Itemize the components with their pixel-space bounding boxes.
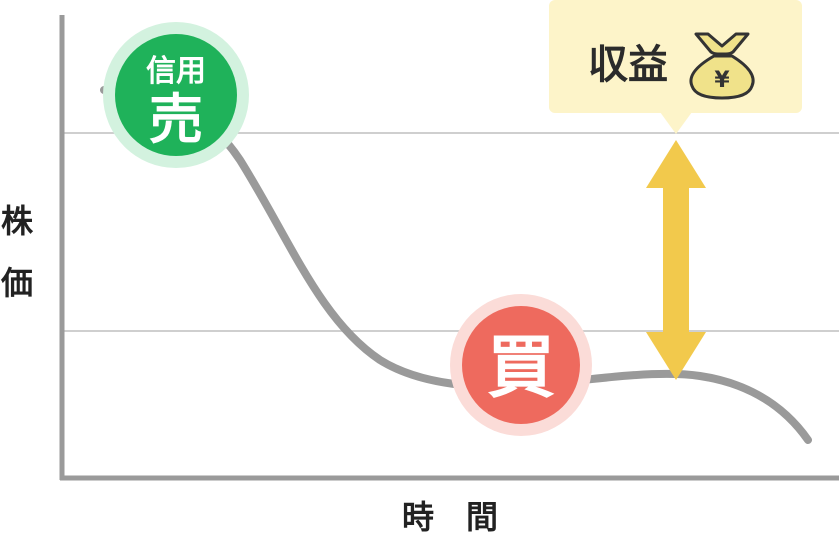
sell-badge: 信用 売 [103,22,249,168]
buy-badge: 買 [450,294,592,436]
profit-arrow [646,140,706,380]
buy-badge-text: 買 [487,329,555,408]
profit-label: 収益 [588,42,668,88]
yen-symbol: ¥ [714,68,730,93]
money-bag-icon: ¥ [689,32,755,100]
x-axis-label: 時 間 [402,498,498,536]
sell-badge-top-text: 信用 [146,54,206,89]
profit-callout: 収益 ¥ [549,0,802,134]
y-axis-label-char-1: 株 [1,202,34,240]
sell-badge-main-text: 売 [149,88,203,151]
y-axis-label-char-2: 価 [0,264,33,302]
